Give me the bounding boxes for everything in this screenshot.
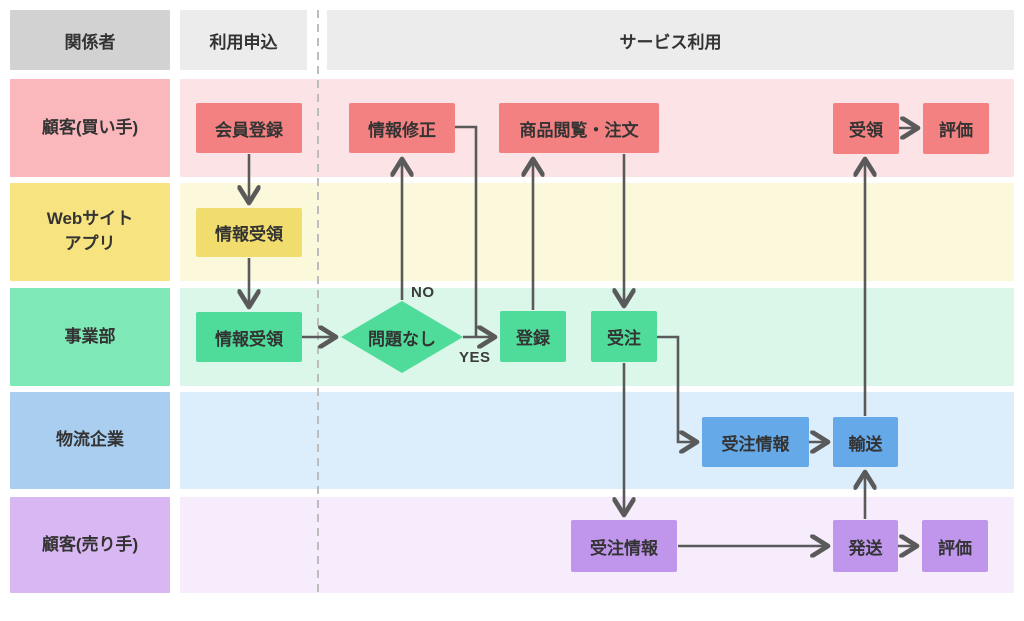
node-transport: 輸送 bbox=[833, 417, 898, 467]
node-info-receipt-biz: 情報受領 bbox=[196, 312, 302, 362]
node-info-correction: 情報修正 bbox=[349, 103, 455, 153]
lane-label-seller: 顧客(売り手) bbox=[10, 497, 170, 593]
header-apply-phase: 利用申込 bbox=[180, 10, 307, 70]
node-info-receipt-web: 情報受領 bbox=[196, 208, 302, 257]
lane-label-logistics: 物流企業 bbox=[10, 392, 170, 489]
branch-label-yes: YES bbox=[459, 349, 491, 366]
node-browse-and-order: 商品閲覧・注文 bbox=[499, 103, 659, 153]
lane-background-website-app bbox=[180, 183, 1014, 281]
header-service-phase: サービス利用 bbox=[327, 10, 1014, 70]
lane-label-business-division: 事業部 bbox=[10, 288, 170, 386]
node-order-info-logistics: 受注情報 bbox=[702, 417, 809, 467]
lane-label-buyer: 顧客(買い手) bbox=[10, 79, 170, 177]
header-stakeholders: 関係者 bbox=[10, 10, 170, 70]
node-review-by-seller: 評価 bbox=[922, 520, 988, 572]
node-review-by-buyer: 評価 bbox=[923, 103, 989, 154]
lane-label-website-app: Webサイト アプリ bbox=[10, 183, 170, 281]
node-order-info-seller: 受注情報 bbox=[571, 520, 677, 572]
node-order-received: 受注 bbox=[591, 311, 657, 362]
node-receive-goods: 受領 bbox=[833, 103, 899, 154]
branch-label-no: NO bbox=[411, 284, 435, 301]
node-member-registration: 会員登録 bbox=[196, 103, 302, 153]
node-ship: 発送 bbox=[833, 520, 898, 572]
node-register: 登録 bbox=[500, 311, 566, 362]
